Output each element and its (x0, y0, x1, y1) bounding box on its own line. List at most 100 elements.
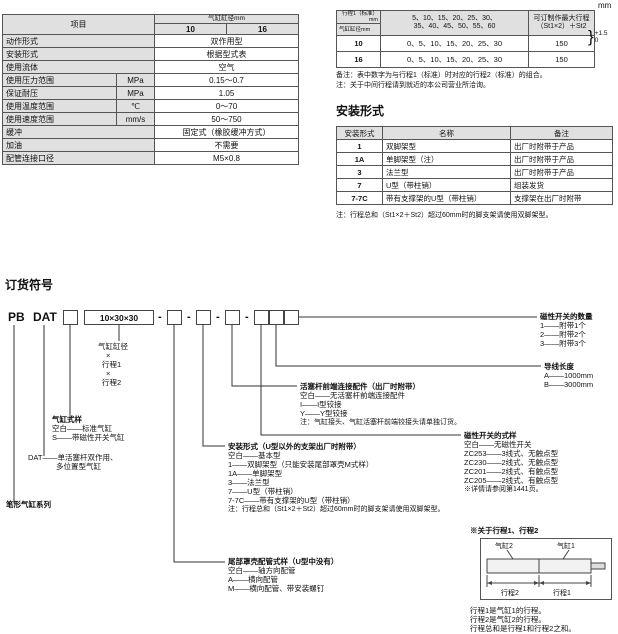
mounting-legend: 安装形式（U型以外的支架出厂时附带） 空白——基本型 1——双脚架型（只能安装尾… (228, 442, 444, 514)
table-row: 安装形式 名称 备注 (336, 126, 613, 140)
legend-item: ZC253——3线式、无触点型 (464, 449, 559, 458)
mounting-name: 单脚架型（注） (382, 152, 511, 166)
legend-item: 1——双脚架型（只能安装尾部罩壳M式样） (228, 460, 374, 469)
stroke-header-max: 可订制作最大行程 （St1×2）＋St2 (528, 10, 595, 36)
spec-row-label: 使用温度范围 (2, 99, 117, 113)
code-box-piping (167, 310, 182, 325)
table-row: 7-7C 带有支撑架的U型（带柱销） 支撑架在出厂时附带 (336, 191, 613, 205)
code-separator: - (187, 311, 191, 323)
tolerance-brace: } (588, 27, 594, 46)
code-prefix: PB (8, 310, 25, 324)
cylinder1-label: 气缸1 (557, 541, 575, 550)
legend-item: 空白——基本型 (228, 451, 281, 460)
spec-table: 项目 气缸缸径mm 10 16 动作形式 双作用型 安装形式 根据型式表 使用流… (2, 14, 299, 165)
size-legend: 气缸缸径 × 行程1 × 行程2 (98, 342, 128, 387)
stroke-table: 行程1（标准）mm 5、10、15、20、25、30、 35、40、45、50、… (336, 10, 595, 68)
spec-bore-header: 气缸缸径mm (154, 14, 299, 24)
spec-bore-10: 10 (154, 23, 227, 35)
max-stroke-line2: （St1×2）＋St2 (536, 23, 587, 30)
code-box-cylinder-style (63, 310, 78, 325)
code-box-mounting (196, 310, 211, 325)
table-row: 10 16 (3, 23, 299, 35)
spec-row-value: M5×0.8 (154, 151, 299, 165)
stroke-row-values: 0、5、10、15、20、25、30 (380, 51, 529, 68)
legend-title: 气缸式样 (52, 415, 82, 424)
mounting-remark: 出厂时附带于产品 (510, 139, 613, 153)
piping-legend: 尾部罩壳配管式样（U型中没有） 空白——轴方向配管 A——横向配管 M——横向配… (228, 557, 338, 593)
spec-row-label: 动作形式 (2, 34, 155, 48)
legend-item: 1A——单脚架型 (228, 469, 283, 478)
code-model: DAT (33, 310, 57, 324)
legend-title: 安装形式（U型以外的支架出厂时附带） (228, 442, 361, 451)
table-row: 使用压力范围 MPa 0.15～0.7 (2, 73, 299, 87)
rod-end-legend: 活塞杆前端连接配件（出厂时附带） 空白——无活塞杆前端连接配件 I——I型铰接 … (300, 382, 461, 427)
mounting-col-name: 名称 (382, 126, 511, 140)
table-row: 使用流体 空气 (2, 60, 299, 74)
legend-title: 尾部罩壳配管式样（U型中没有） (228, 557, 339, 566)
spec-row-value: 不需要 (154, 138, 299, 152)
table-row: 缓冲 固定式（橡胶缓冲方式） (2, 125, 299, 139)
legend-item: S——带磁性开关气缸 (52, 433, 125, 442)
stroke1-label: 行程1 (553, 588, 571, 597)
spec-row-label: 加油 (2, 138, 155, 152)
table-row: 7 U型（带柱销） 组装发货 (336, 178, 613, 192)
mounting-remark: 组装发货 (510, 178, 613, 192)
legend-item: I——I型铰接 (300, 400, 342, 409)
legend-item: 7-7C——带有支撑架的U型（带柱销） (228, 496, 355, 505)
stroke-note-2: 注：关于中间行程请到就近的本公司营业所洽询。 (336, 82, 490, 89)
stroke-explanation-line: 行程2是气缸2的行程。 (470, 615, 546, 624)
table-row: 1 双脚架型 出厂时附带于产品 (336, 139, 613, 153)
spec-row-value: 根据型式表 (154, 47, 299, 61)
tolerance-upper: +1.5 (594, 29, 608, 37)
mounting-remark: 出厂时附带于产品 (510, 152, 613, 166)
spec-row-value: 空气 (154, 60, 299, 74)
mounting-remark: 支撑架在出厂时附带 (510, 191, 613, 205)
stroke-diagram-box: 气缸2 气缸1 行程2 行程1 (480, 538, 612, 600)
mounting-title: 安装形式 (336, 104, 385, 118)
code-separator: - (245, 311, 249, 323)
legend-title: 磁性开关的数量 (540, 312, 593, 321)
code-box-lead-length (269, 310, 284, 325)
code-box-size: 10×30×30 (84, 310, 154, 325)
spec-row-label: 缓冲 (2, 125, 155, 139)
table-row: 1A 单脚架型（注） 出厂时附带于产品 (336, 152, 613, 166)
mounting-code: 1 (336, 139, 383, 153)
table-row: 使用温度范围 ℃ 0～70 (2, 99, 299, 113)
spec-row-value: 双作用型 (154, 34, 299, 48)
spec-row-label: 安装形式 (2, 47, 155, 61)
stroke-explanation-line: 行程1是气缸1的行程。 (470, 606, 546, 615)
spec-row-label: 使用压力范围 (2, 73, 117, 87)
legend-item: DAT——单活塞杆双作用、 (28, 453, 118, 462)
mounting-code: 3 (336, 165, 383, 179)
stroke-row-max: 150 (528, 35, 595, 52)
spec-item-header: 项目 (2, 14, 155, 35)
stroke1-values-line1: 5、10、15、20、25、30、 (412, 15, 497, 22)
multiply-sign: × (106, 369, 111, 378)
spec-row-unit: MPa (116, 73, 155, 87)
cylinder2-label: 气缸2 (495, 541, 513, 550)
spec-row-unit: mm/s (116, 112, 155, 126)
table-row: 使用速度范围 mm/s 50～750 (2, 112, 299, 126)
legend-item: 3——法兰型 (228, 478, 270, 487)
size-legend-line: 行程1 (102, 360, 122, 369)
ordering-title: 订货符号 (5, 278, 54, 292)
table-row: 安装形式 根据型式表 (2, 47, 299, 61)
switch-qty-legend: 磁性开关的数量 1——附带1个 2——附带2个 3——附带3个 (540, 312, 593, 348)
spec-row-label: 使用速度范围 (2, 112, 117, 126)
stroke-row-bore: 10 (336, 35, 381, 52)
legend-note: 注：气缸接头、气缸活塞杆前端铰接头请单独订货。 (300, 419, 461, 426)
stroke1-values-line2: 35、40、45、50、55、60 (413, 23, 496, 30)
ordering-section: 订货符号 PB DAT 10×30×30 - - - - 气缸缸径 (0, 270, 618, 634)
legend-title: 磁性开关的式样 (464, 431, 517, 440)
code-box-switch-qty (284, 310, 299, 325)
legend-title: 活塞杆前端连接配件（出厂时附带） (300, 382, 420, 391)
legend-item: 2——附带2个 (540, 330, 586, 339)
spec-row-label: 配管连接口径 (2, 151, 155, 165)
code-box-rod-end (225, 310, 240, 325)
stroke-header-bore: 气缸缸径mm (336, 23, 381, 36)
table-row: 10 0、5、10、15、20、25、30 150 (336, 35, 595, 52)
table-row: 配管连接口径 M5×0.8 (2, 151, 299, 165)
size-legend-line: 行程2 (102, 378, 122, 387)
stroke-row-bore: 16 (336, 51, 381, 68)
mounting-code: 7-7C (336, 191, 383, 205)
